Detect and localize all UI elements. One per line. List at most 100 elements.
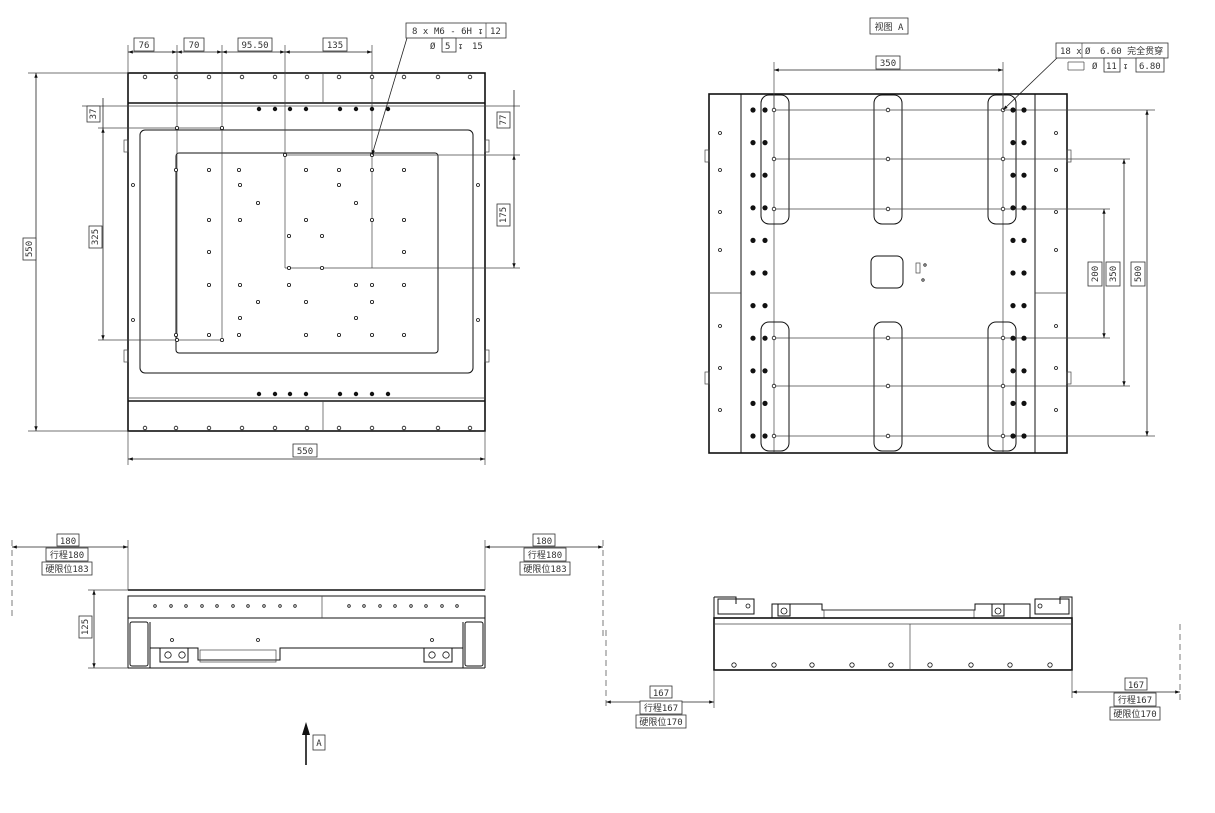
hole-mark: [762, 270, 768, 276]
hole-mark: [303, 217, 308, 222]
callout-m6-depth: 12: [490, 27, 501, 37]
hole-mark: [1000, 335, 1006, 341]
hole-mark: [206, 282, 211, 287]
hole-mark: [762, 107, 768, 113]
hole-mark: [369, 332, 374, 337]
hole-mark: [771, 383, 777, 389]
callout-m6-thread: M6 - 6H: [434, 27, 472, 37]
hole-mark: [750, 140, 756, 146]
hole-mark: [762, 433, 768, 439]
dim-550-height: 550: [25, 241, 35, 257]
hole-mark: [401, 249, 406, 254]
hole-mark: [762, 172, 768, 178]
front-right-hard-limit: 硬限位183: [523, 563, 566, 575]
svg-text:↧: ↧: [458, 42, 463, 52]
hole-mark: [428, 651, 436, 659]
hole-mark: [336, 332, 341, 337]
dim-125: 125: [81, 619, 91, 635]
hole-mark: [173, 167, 178, 172]
side-left-travel-dim: 167: [653, 689, 669, 699]
hole-mark: [401, 217, 406, 222]
hole-mark: [237, 315, 242, 320]
svg-text:↧: ↧: [478, 27, 483, 37]
hole-mark: [1010, 140, 1016, 146]
hole-mark: [369, 391, 375, 397]
hole-mark: [239, 425, 245, 431]
hole-mark: [293, 604, 297, 608]
hole-mark: [206, 74, 212, 80]
hole-mark: [1010, 172, 1016, 178]
hole-mark: [173, 332, 178, 337]
hole-mark: [1037, 603, 1043, 609]
dim-175: 175: [499, 207, 509, 223]
hole-mark: [131, 318, 135, 322]
dim-76: 76: [139, 41, 150, 51]
hole-mark: [1021, 270, 1027, 276]
hole-mark: [762, 140, 768, 146]
side-view-dimensions: 167 行程167 硬限位170 167 行程167 硬限位170: [605, 624, 1181, 729]
callout-m6-diameter: 5: [445, 42, 450, 52]
hole-mark: [353, 391, 359, 397]
side-left-stroke: 行程167: [644, 702, 678, 714]
hole-mark: [353, 282, 358, 287]
hole-mark: [206, 425, 212, 431]
side-view-body: [713, 617, 1073, 671]
hole-mark: [256, 106, 262, 112]
hole-mark: [923, 263, 927, 267]
hole-mark: [401, 425, 407, 431]
hole-mark: [287, 106, 293, 112]
hole-mark: [236, 167, 241, 172]
hole-mark: [1010, 368, 1016, 374]
hole-mark: [164, 651, 172, 659]
hole-mark: [369, 106, 375, 112]
hole-mark: [336, 425, 342, 431]
hole-mark: [1021, 205, 1027, 211]
hole-mark: [1021, 172, 1027, 178]
hole-mark: [1054, 168, 1058, 172]
callout-m6-qty: 8 x: [412, 27, 429, 37]
hole-mark: [362, 604, 366, 608]
hole-mark: [771, 335, 777, 341]
hole-mark: [1021, 303, 1027, 309]
hole-mark: [401, 282, 406, 287]
hole-mark: [1010, 107, 1016, 113]
front-view-dimensions: 180 行程180 硬限位183 180 行程180 硬限位183 125 A: [11, 533, 604, 765]
hole-mark: [219, 337, 224, 342]
hole-mark: [809, 662, 815, 668]
hole-mark: [718, 366, 722, 370]
hole-mark: [771, 206, 777, 212]
hole-mark: [237, 217, 242, 222]
hole-mark: [303, 106, 309, 112]
hole-mark: [237, 182, 242, 187]
hole-mark: [1021, 237, 1027, 243]
hole-mark: [750, 270, 756, 276]
hole-mark: [1054, 210, 1058, 214]
hole-mark: [762, 205, 768, 211]
hole-mark: [1021, 368, 1027, 374]
dim-95-50: 95.50: [241, 41, 268, 51]
hole-mark: [885, 433, 891, 439]
hole-mark: [1010, 335, 1016, 341]
hole-mark: [718, 248, 722, 252]
hole-mark: [255, 299, 260, 304]
hole-mark: [994, 607, 1002, 615]
side-right-hard-limit: 硬限位170: [1113, 708, 1156, 720]
hole-mark: [885, 206, 891, 212]
hole-mark: [780, 607, 788, 615]
hole-mark: [424, 604, 428, 608]
hole-mark: [206, 332, 211, 337]
hole-mark: [771, 662, 777, 668]
hole-mark: [762, 335, 768, 341]
hole-mark: [393, 604, 397, 608]
hole-mark: [385, 106, 391, 112]
hole-mark: [1010, 400, 1016, 406]
hole-mark: [762, 368, 768, 374]
hole-mark: [246, 604, 250, 608]
dim-37: 37: [89, 109, 99, 120]
hole-mark: [219, 126, 224, 131]
hole-mark: [771, 156, 777, 162]
hole-mark: [1010, 433, 1016, 439]
hole-mark: [1021, 433, 1027, 439]
hole-mark: [353, 200, 358, 205]
top-view-dimensions: 76 70 95.50 135 550 550 37 325 77 175: [22, 22, 520, 465]
